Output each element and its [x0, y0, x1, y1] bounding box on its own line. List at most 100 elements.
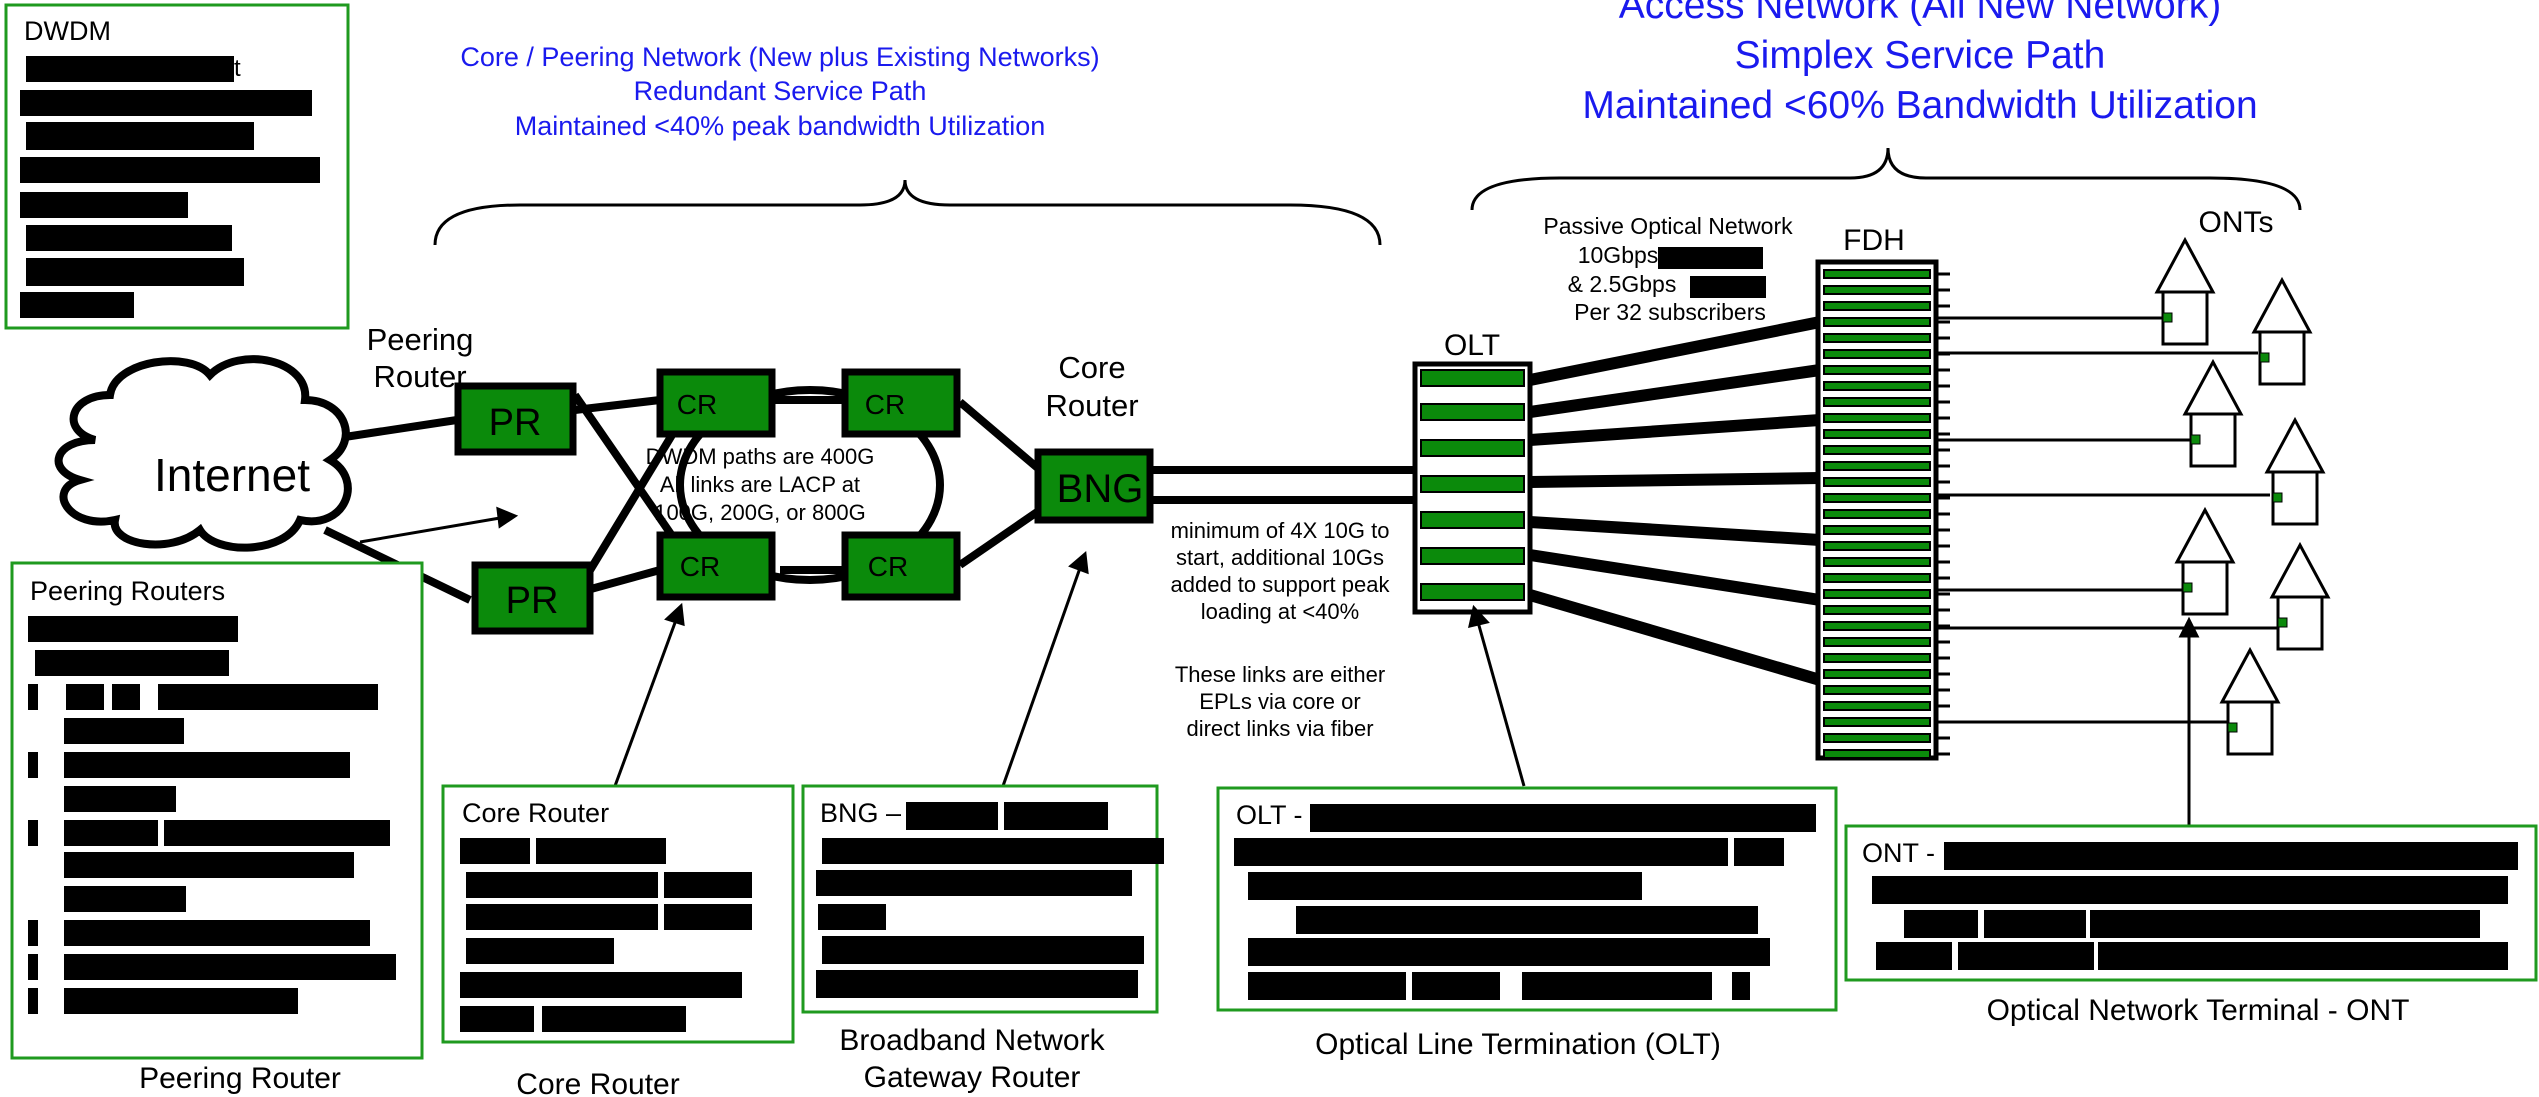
redacted-text — [1234, 804, 1816, 1000]
fdh-node — [1815, 259, 1950, 761]
fdh-port-stripe — [1823, 733, 1931, 743]
dwdm-paths-note: DWDM paths are 400G All links are LACP a… — [646, 444, 875, 525]
redacted-text — [1872, 842, 2518, 970]
fdh-port-stripe — [1823, 381, 1931, 391]
fdh-port-stripe — [1823, 429, 1931, 439]
ont-info-box: ONT - — [1844, 824, 2538, 982]
epl-note-line2: EPLs via core or — [1199, 689, 1360, 714]
olt-node — [1412, 361, 1533, 615]
pon-note: Passive Optical Network 10Gbps & 2.5Gbps… — [1543, 213, 1793, 325]
ont-houses — [2154, 236, 2331, 756]
fdh-port-stripe — [1823, 653, 1931, 663]
peering-router-label-line2: Router — [373, 359, 466, 394]
caption-bng-line2: Gateway Router — [864, 1061, 1081, 1094]
cr-2-label: CR — [865, 389, 905, 420]
access-brace — [1470, 147, 2302, 211]
core-title-line2: Redundant Service Path — [634, 76, 927, 106]
fdh-port-stripe — [1823, 589, 1931, 599]
ont-drops — [1936, 316, 2282, 724]
fdh-port-stripe — [1823, 749, 1931, 759]
bng-info-box: BNG – — [801, 784, 1164, 1014]
cr-node-1: CR — [656, 368, 776, 438]
olt-label: OLT — [1444, 329, 1500, 362]
redacted-text — [28, 616, 396, 1014]
peering-box-title: Peering Routers — [30, 576, 225, 606]
fdh-port-stripe — [1823, 621, 1931, 631]
pr-node-bottom: PR — [471, 561, 594, 635]
fdh-port-stripe — [1823, 349, 1931, 359]
fdh-port-stripe — [1823, 685, 1931, 695]
pon-note-line2: 10Gbps — [1578, 242, 1659, 268]
pr-top-label: PR — [489, 402, 542, 444]
olt-box-title: OLT - — [1236, 800, 1303, 830]
pon-note-line3: & 2.5Gbps — [1568, 271, 1677, 297]
core-box-title: Core Router — [462, 798, 609, 828]
access-title-line3: Maintained <60% Bandwidth Utilization — [1582, 84, 2257, 127]
dwdm-info-box: DWDM t — [4, 3, 350, 330]
fdh-port-stripe — [1823, 445, 1931, 455]
caption-bng-line1: Broadband Network — [839, 1024, 1105, 1057]
pr-bottom-label: PR — [506, 580, 559, 622]
redacted-text — [460, 838, 752, 1032]
ont-box-title: ONT - — [1862, 838, 1935, 868]
peering-router-label-line1: Peering — [367, 322, 474, 357]
access-title-line1: Access Network (All New Network) — [1619, 0, 2221, 27]
fdh-port-stripe — [1823, 269, 1931, 279]
fdh-port-stripe — [1823, 461, 1931, 471]
dwdm-note-line1: DWDM paths are 400G — [646, 444, 875, 469]
ont-house-icon — [2154, 236, 2216, 346]
core-brace — [433, 179, 1382, 246]
fdh-port-stripe — [1823, 701, 1931, 711]
caption-core-router: Core Router — [516, 1068, 679, 1097]
access-title-line2: Simplex Service Path — [1735, 34, 2106, 77]
links-note-line3: added to support peak — [1171, 572, 1391, 597]
fdh-port-stripe — [1823, 525, 1931, 535]
ont-house-icon — [2219, 646, 2281, 756]
fdh-port-stripe — [1823, 413, 1931, 423]
fdh-port-stripe — [1823, 477, 1931, 487]
pon-note-line1: Passive Optical Network — [1543, 213, 1793, 239]
links-note-line2: start, additional 10Gs — [1176, 545, 1384, 570]
bng-node: BNG — [1034, 448, 1154, 524]
dwdm-box-tail: t — [234, 55, 241, 82]
caption-olt: Optical Line Termination (OLT) — [1315, 1028, 1721, 1061]
bng-label: BNG — [1057, 467, 1144, 511]
peering-routers-info-box: Peering Routers — [10, 561, 424, 1060]
links-note-line4: loading at <40% — [1201, 599, 1359, 624]
fdh-port-stripe — [1823, 493, 1931, 503]
fdh-label: FDH — [1843, 224, 1905, 257]
core-router-label-line2: Router — [1045, 388, 1138, 423]
pr-node-top: PR — [454, 382, 577, 456]
caption-ont: Optical Network Terminal - ONT — [1987, 994, 2410, 1027]
links-note: minimum of 4X 10G to start, additional 1… — [1171, 518, 1391, 741]
fdh-port-stripe — [1823, 509, 1931, 519]
cr-node-2: CR — [841, 368, 961, 438]
ont-house-icon — [2182, 358, 2244, 468]
links-note-line1: minimum of 4X 10G to — [1171, 518, 1390, 543]
dwdm-box-title: DWDM — [24, 16, 111, 46]
redacted-text — [816, 802, 1164, 998]
fdh-port-stripe — [1823, 573, 1931, 583]
fdh-port-stripe — [1823, 541, 1931, 551]
core-router-info-box: Core Router — [441, 784, 795, 1044]
fdh-port-stripe — [1823, 717, 1931, 727]
bng-olt-links — [1150, 466, 1415, 504]
fdh-port-stripe — [1823, 285, 1931, 295]
access-network-title: Access Network (All New Network) Simplex… — [1582, 0, 2257, 127]
fdh-port-stripe — [1823, 365, 1931, 375]
fdh-port-stripe — [1823, 557, 1931, 567]
core-network-title: Core / Peering Network (New plus Existin… — [460, 42, 1099, 141]
epl-note-line3: direct links via fiber — [1186, 716, 1373, 741]
bng-box-title: BNG – — [820, 798, 901, 828]
fdh-port-stripe — [1823, 301, 1931, 311]
redacted-text — [1658, 247, 1763, 269]
captions: Peering Router Core Router Broadband Net… — [139, 994, 2409, 1097]
redacted-text — [20, 56, 320, 318]
internet-cloud: Internet — [54, 355, 352, 552]
fdh-port-stripe — [1823, 669, 1931, 679]
fdh-port-stripe — [1823, 637, 1931, 647]
cr-3-label: CR — [680, 551, 720, 582]
core-title-line3: Maintained <40% peak bandwidth Utilizati… — [515, 111, 1046, 141]
onts-label: ONTs — [2199, 206, 2274, 239]
